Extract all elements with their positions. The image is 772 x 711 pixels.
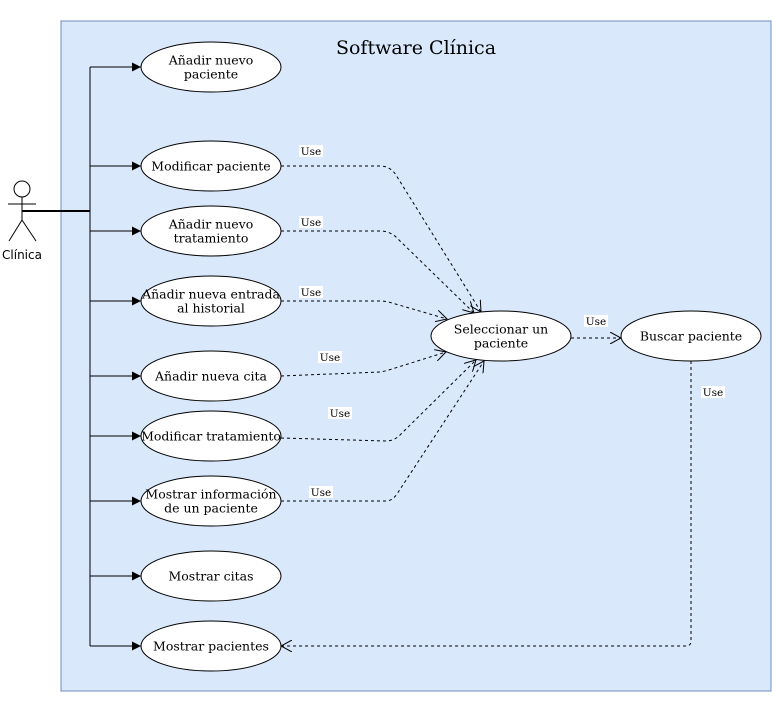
use-case-label: Añadir nuevo [168,217,254,232]
use-case-modificar-paciente[interactable]: Modificar paciente [140,140,282,192]
use-label: Use [301,217,321,229]
system-title: Software Clínica [336,37,496,59]
use-case-ellipse [140,410,282,462]
use-label-bg [328,407,352,419]
use-label: Use [301,146,321,158]
use-label: Use [311,487,331,499]
use-label: Use [301,287,321,299]
use-case-label: Modificar tratamiento [141,429,281,444]
actor-leg-right [21,219,37,242]
use-relation-line [281,230,474,313]
actor-label: Clínica [2,248,42,262]
use-case-label: paciente [184,67,238,82]
use-case-label: Mostrar pacientes [153,639,269,654]
use-relation-modificar-tratamiento-to-seleccionar-paciente: Use [280,360,476,442]
use-relation-seleccionar-paciente-to-buscar-paciente: Use [571,315,621,338]
use-case-mostrar-citas[interactable]: Mostrar citas [140,550,282,602]
use-case-ellipse [140,475,282,527]
use-relation-anadir-nueva-entrada-historial-to-seleccionar-paciente: Use [281,286,447,319]
use-case-label: paciente [474,336,528,351]
use-label-bg [309,486,333,498]
use-case-ellipse [140,41,282,93]
use-case-ellipse [430,310,572,362]
use-case-label: al historial [177,301,245,316]
use-relation-modificar-paciente-to-seleccionar-paciente: Use [281,145,481,312]
actor-associations [22,62,141,651]
use-case-buscar-paciente[interactable]: Buscar paciente [620,310,762,362]
use-case-label: Modificar paciente [151,159,270,174]
use-label-bg [701,386,725,398]
use-case-modificar-tratamiento[interactable]: Modificar tratamiento [140,410,282,462]
use-label: Use [703,387,723,399]
use-case-label: Mostrar información [145,487,276,502]
use-case-label: tratamiento [174,231,249,246]
use-relation-anadir-nueva-cita-to-seleccionar-paciente: Use [280,351,446,377]
use-label: Use [586,316,606,328]
use-case-label: Añadir nueva entrada [141,287,280,302]
use-case-label: Añadir nueva cita [154,369,267,384]
use-case-ellipse [140,205,282,257]
use-case-mostrar-pacientes[interactable]: Mostrar pacientes [140,620,282,672]
actor-clinica[interactable]: Clínica [2,180,42,262]
use-relation-mostrar-informacion-paciente-to-seleccionar-paciente: Use [281,361,484,502]
use-case-ellipse [140,275,282,327]
use-label-bg [584,315,608,327]
use-label-bg [299,216,323,228]
use-label: Use [320,352,340,364]
use-relation-anadir-nuevo-tratamiento-to-seleccionar-paciente: Use [281,216,474,313]
actor-leg-left [8,219,23,242]
use-case-anadir-nueva-cita[interactable]: Añadir nueva cita [140,350,282,402]
use-case-ellipse [140,140,282,192]
use-case-ellipse [620,310,762,362]
use-case-label: Seleccionar un [454,322,548,337]
use-label-bg [299,286,323,298]
use-case-label: de un paciente [164,501,258,516]
use-case-ellipse [140,620,282,672]
use-relation-line [281,361,692,646]
use-label-bg [318,351,342,363]
use-relation-line [281,165,481,312]
use-case-ellipse [140,550,282,602]
use-relation-buscar-paciente-to-mostrar-pacientes: Use [281,361,725,646]
use-case-ellipse [140,350,282,402]
use-relation-line [280,360,476,442]
actor-head [13,180,31,198]
use-case-label: Mostrar citas [168,569,253,584]
use-label: Use [330,408,350,420]
use-case-label: Añadir nuevo [168,53,254,68]
use-label-bg [299,145,323,157]
use-case-label: Buscar paciente [640,329,742,344]
